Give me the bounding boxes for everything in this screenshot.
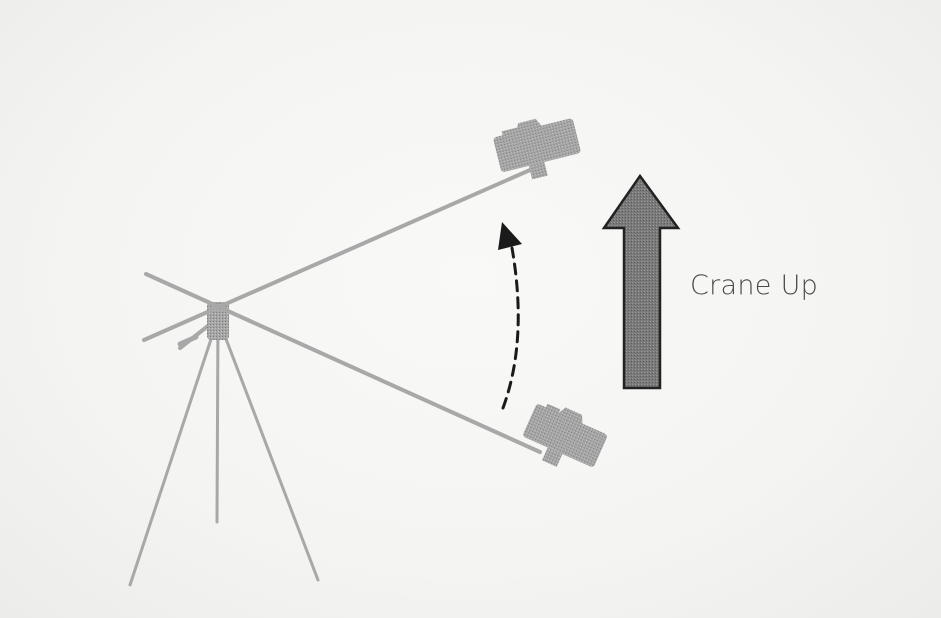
crane-arm-upper (142, 168, 532, 342)
camera-icon (493, 118, 581, 180)
crane-arm-lower (144, 272, 542, 454)
crane-up-label: Crane Up (690, 270, 819, 301)
tripod-icon (128, 302, 320, 587)
up-arrow-icon (601, 173, 681, 390)
camera-icon (523, 403, 607, 467)
motion-path-arrow (498, 222, 522, 410)
